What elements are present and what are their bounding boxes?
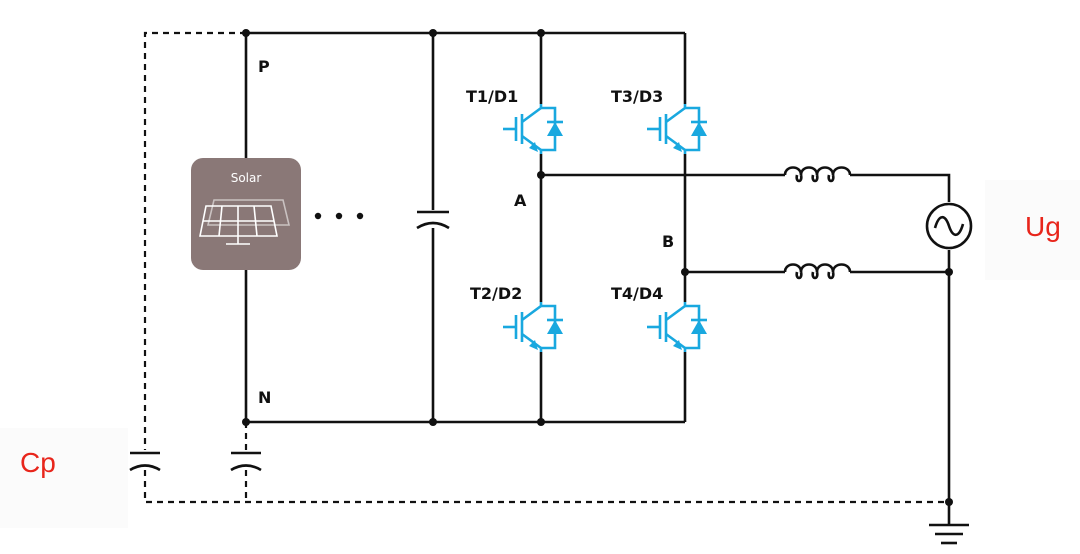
parasitic-capacitor-right: [230, 451, 262, 472]
parasitic-capacitor-left: [129, 451, 161, 472]
igbt-t1-d1: [503, 104, 563, 154]
node-label-a: A: [514, 191, 527, 210]
solar-panel-box: [191, 158, 301, 270]
node-label-p: P: [258, 57, 270, 76]
node-label-n: N: [258, 388, 271, 407]
grid-voltage-label: Ug: [1025, 211, 1061, 242]
ug-label-background: [985, 180, 1080, 280]
switch-label-t1: T1/D1: [466, 87, 518, 106]
igbt-t2-d2: [503, 302, 563, 352]
igbt-t4-d4: [647, 302, 707, 352]
switch-label-t4: T4/D4: [611, 284, 663, 303]
switch-label-t3: T3/D3: [611, 87, 663, 106]
inductor-bottom: [783, 263, 852, 280]
junction-dots: [242, 29, 953, 506]
dc-bus-wires: [244, 31, 685, 424]
switch-label-t2: T2/D2: [470, 284, 522, 303]
parasitic-capacitance-label: Cp: [20, 447, 56, 478]
dc-link-capacitor: [416, 210, 450, 230]
node-label-b: B: [662, 232, 674, 251]
bridge-leg-wires: [539, 33, 687, 422]
solar-panel-icon: [199, 199, 291, 245]
ac-output-wires: [541, 173, 951, 525]
solar-panel: Solar: [191, 158, 301, 270]
ellipsis-dots: [314, 212, 364, 220]
igbt-t3-d3: [647, 104, 707, 154]
ground-icon: [929, 523, 969, 545]
solar-label: Solar: [231, 171, 262, 185]
parasitic-capacitance-path: [143, 31, 950, 504]
ac-grid-source: [925, 202, 973, 250]
cp-label-background: [0, 428, 128, 528]
inductor-top: [783, 166, 852, 183]
